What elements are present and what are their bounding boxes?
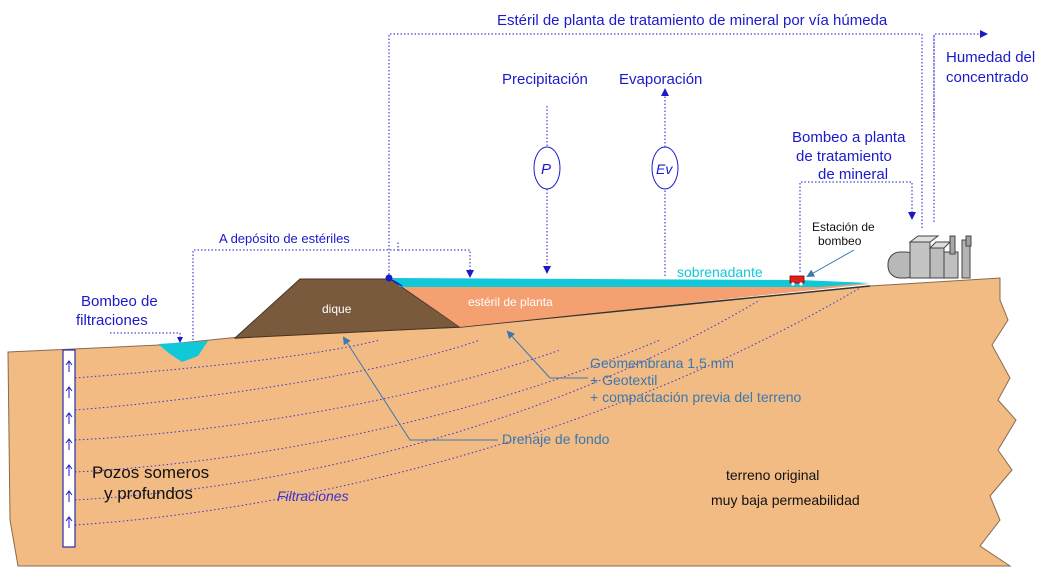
evaporation-label: Evaporación (619, 71, 702, 88)
seepage-pumping-label-2: filtraciones (76, 312, 148, 329)
precipitation-label: Precipitación (502, 71, 588, 88)
seepage-pumping-flow (110, 332, 183, 343)
pump-to-plant-label-1: Bombeo a planta (792, 129, 906, 146)
monitoring-well-icon (62, 349, 76, 548)
precipitation-symbol-text: P (541, 161, 551, 178)
concentrate-moisture-label-1: Humedad del (946, 49, 1035, 66)
evaporation-symbol-text: Ev (656, 161, 673, 177)
wells-label-2: y profundos (104, 484, 193, 503)
evaporation-symbol (651, 146, 679, 190)
supernatant-water (392, 278, 870, 287)
tailings-label: estéril de planta (468, 295, 553, 309)
liner-label-2: + Geotextil (590, 372, 657, 388)
tailings-feed-label: Estéril de planta de tratamiento de mine… (497, 12, 888, 29)
to-waste-deposit-flow (192, 242, 399, 340)
pump-station-label-2: bombeo (818, 234, 862, 248)
pump-to-plant-label-3: de mineral (818, 166, 888, 183)
seepage-label: Filtraciones (277, 488, 349, 504)
liner-label-1: Geomembrana 1,5 mm (590, 355, 734, 371)
tailings-feed-flow (388, 30, 988, 276)
pump-station-label-1: Estación de (812, 220, 875, 234)
liner-label-3: + compactación previa del terreno (590, 389, 801, 405)
concentrate-moisture-label-2: concentrado (946, 69, 1029, 86)
tailings-deposit (400, 284, 870, 327)
processing-plant-icon (887, 235, 972, 279)
precipitation-symbol (533, 146, 561, 190)
seepage-pond (158, 341, 208, 362)
seepage-flowlines (74, 287, 861, 526)
pump-station-icon (789, 275, 805, 286)
pump-to-plant-label-2: de tratamiento (796, 148, 892, 165)
bottom-drain-label: Drenaje de fondo (502, 431, 610, 447)
original-ground-label-2: muy baja permeabilidad (711, 492, 860, 508)
waste-deposit-label: A depósito de estériles (219, 231, 350, 246)
supernatant-label: sobrenadante (677, 264, 763, 280)
seepage-pumping-label-1: Bombeo de (81, 293, 158, 310)
original-ground-label-1: terreno original (726, 467, 819, 483)
wells-label-1: Pozos someros (92, 463, 209, 482)
dam-label: dique (322, 302, 352, 316)
annotation-leaders (342, 330, 588, 441)
